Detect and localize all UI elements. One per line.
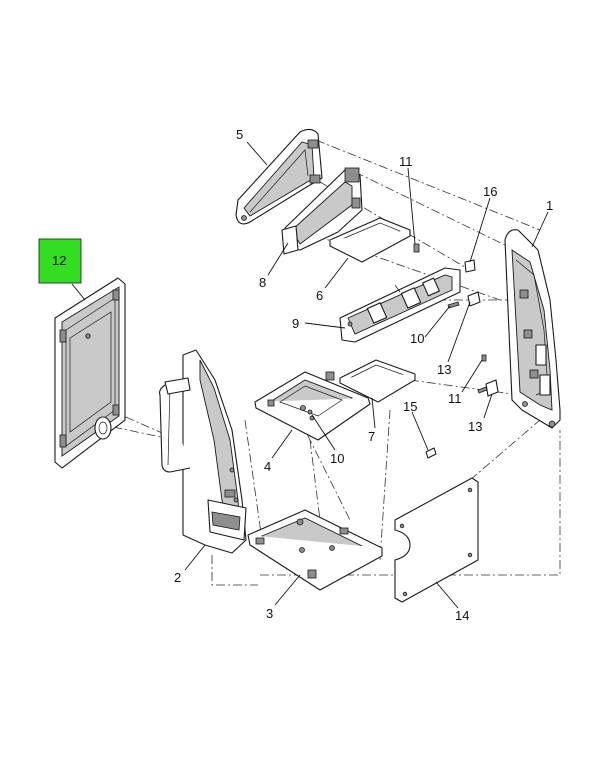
fastener-11-lower xyxy=(481,354,487,362)
leader-14 xyxy=(435,581,459,609)
callout-10-upper: 10 xyxy=(410,331,424,346)
part-12-back-panel xyxy=(54,277,126,469)
part-1-right-panel xyxy=(504,229,561,429)
leader-2 xyxy=(184,544,206,571)
callout-16: 16 xyxy=(483,184,497,199)
part-2-side-panel xyxy=(159,349,247,554)
callout-4: 4 xyxy=(264,459,271,474)
callout-3: 3 xyxy=(266,606,273,621)
clip-16 xyxy=(464,259,476,273)
callout-13-upper: 13 xyxy=(437,362,451,377)
leader-16 xyxy=(469,197,491,263)
callout-9: 9 xyxy=(292,316,299,331)
screw-lower xyxy=(477,386,488,394)
callout-10-lower: 10 xyxy=(330,451,344,466)
screw-10-lower xyxy=(307,409,313,415)
leader-3 xyxy=(274,574,301,606)
callout-2: 2 xyxy=(174,570,181,585)
leader-9 xyxy=(304,322,346,329)
part-4-seat-frame xyxy=(254,371,371,441)
callout-8: 8 xyxy=(259,275,266,290)
callout-1: 1 xyxy=(546,198,553,213)
leader-10-lower xyxy=(311,414,336,451)
part-9-mounting-plate xyxy=(339,267,461,343)
leader-1 xyxy=(531,211,549,248)
clip-13-upper xyxy=(467,291,481,307)
callout-7: 7 xyxy=(368,429,375,444)
leader-5 xyxy=(246,141,268,166)
leader-6 xyxy=(324,257,349,289)
callout-12-highlight xyxy=(38,238,82,284)
leader-11-upper xyxy=(407,167,416,245)
part-7-small-tray xyxy=(339,359,416,403)
leader-8 xyxy=(267,242,289,276)
callout-12: 12 xyxy=(52,253,66,268)
callout-labels: 5 11 16 1 12 8 6 9 10 13 11 15 13 7 10 4… xyxy=(52,127,553,623)
part-5-top-cap xyxy=(235,128,323,225)
clip-13-lower xyxy=(485,379,499,397)
leader-11-lower xyxy=(461,359,483,393)
callout-14: 14 xyxy=(455,608,469,623)
part-6-tray xyxy=(329,217,411,263)
leader-15 xyxy=(411,411,429,451)
leader-7 xyxy=(371,397,376,429)
leader-10-upper xyxy=(424,305,451,338)
callout-5: 5 xyxy=(236,127,243,142)
screw-15 xyxy=(425,447,437,459)
callout-11-lower: 11 xyxy=(448,391,462,406)
leader-13-upper xyxy=(447,301,471,363)
fastener-11-upper xyxy=(413,243,420,253)
callout-11-upper: 11 xyxy=(399,154,413,169)
part-8-bracket xyxy=(281,167,363,255)
callout-13-lower: 13 xyxy=(468,419,482,434)
leader-13-lower xyxy=(483,393,493,419)
callout-15: 15 xyxy=(403,399,417,414)
callout-6: 6 xyxy=(316,288,323,303)
leader-12 xyxy=(71,283,86,301)
part-3-base xyxy=(247,509,383,591)
leader-4 xyxy=(271,429,293,459)
part-14-flat-panel xyxy=(394,477,479,603)
fasteners xyxy=(307,243,499,459)
leader-lines xyxy=(71,141,549,609)
